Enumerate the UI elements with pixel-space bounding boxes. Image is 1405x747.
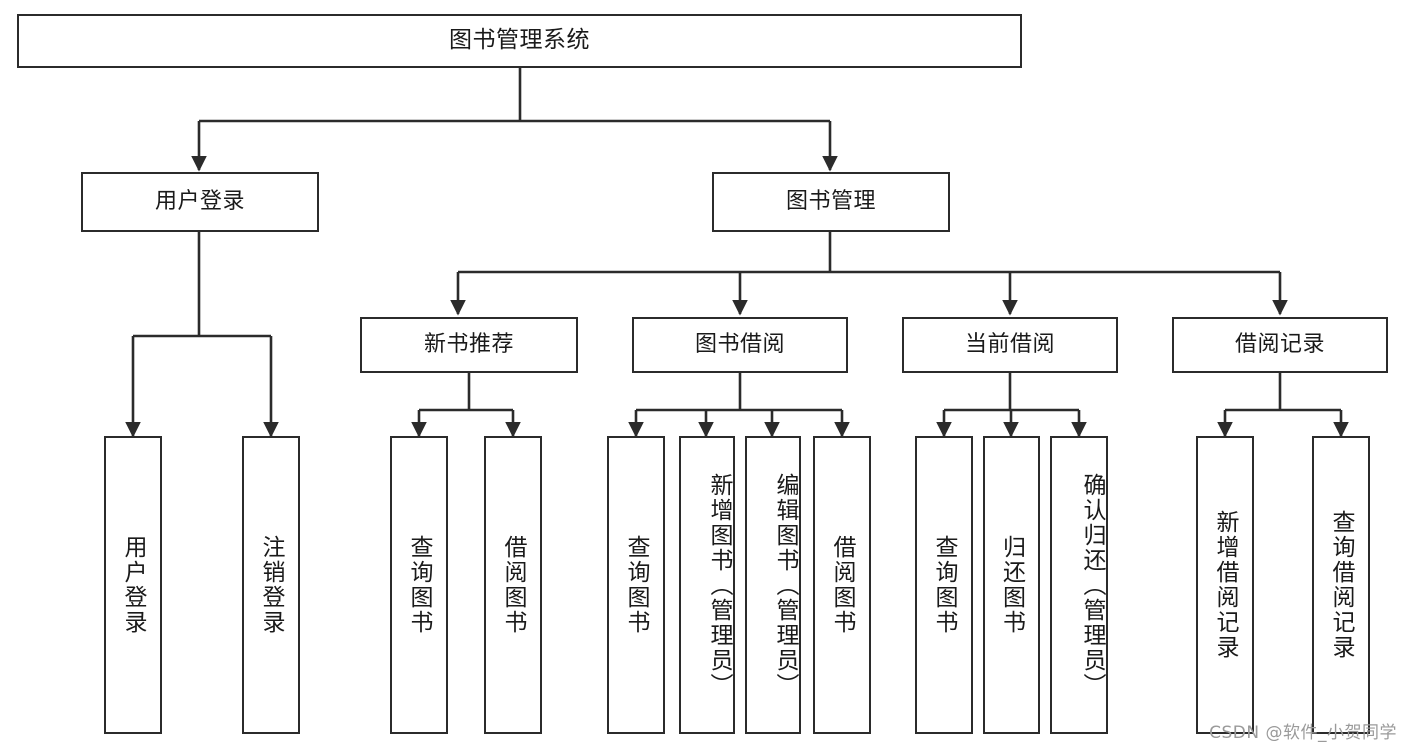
leaf-user-login-logout[interactable]: 注销登录 xyxy=(242,436,300,734)
node-root-system[interactable]: 图书管理系统 xyxy=(17,14,1022,68)
node-root-label: 图书管理系统 xyxy=(449,27,590,54)
leaf-current-borrow-return-label: 归还图书 xyxy=(998,535,1025,635)
leaf-user-login-logout-label: 注销登录 xyxy=(258,535,285,635)
leaf-book-borrow-add[interactable]: 新增图书（管理员） xyxy=(679,436,735,734)
leaf-borrow-record-add-label: 新增借阅记录 xyxy=(1212,510,1239,660)
leaf-current-borrow-query-label: 查询图书 xyxy=(931,535,958,635)
leaf-current-borrow-query[interactable]: 查询图书 xyxy=(915,436,973,734)
leaf-new-book-query-label: 查询图书 xyxy=(406,535,433,635)
leaf-new-book-borrow[interactable]: 借阅图书 xyxy=(484,436,542,734)
csdn-watermark: CSDN @软件_小贺同学 xyxy=(1209,723,1397,743)
leaf-current-borrow-confirm-label: 确认归还（管理员） xyxy=(1079,472,1105,698)
leaf-book-borrow-query-label: 查询图书 xyxy=(623,535,650,635)
node-new-book-recommend-label: 新书推荐 xyxy=(423,331,514,357)
leaf-new-book-borrow-label: 借阅图书 xyxy=(500,535,527,635)
leaf-book-borrow-edit[interactable]: 编辑图书（管理员） xyxy=(745,436,801,734)
node-book-management-label: 图书管理 xyxy=(785,188,876,214)
leaf-borrow-record-add[interactable]: 新增借阅记录 xyxy=(1196,436,1254,734)
node-book-borrow[interactable]: 图书借阅 xyxy=(632,317,848,373)
leaf-new-book-query[interactable]: 查询图书 xyxy=(390,436,448,734)
leaf-borrow-record-query[interactable]: 查询借阅记录 xyxy=(1312,436,1370,734)
leaf-current-borrow-confirm[interactable]: 确认归还（管理员） xyxy=(1050,436,1108,734)
leaf-book-borrow-borrow[interactable]: 借阅图书 xyxy=(813,436,871,734)
leaf-borrow-record-query-label: 查询借阅记录 xyxy=(1328,510,1355,660)
node-current-borrow-label: 当前借阅 xyxy=(964,331,1055,357)
leaf-user-login-login[interactable]: 用户登录 xyxy=(104,436,162,734)
leaf-book-borrow-borrow-label: 借阅图书 xyxy=(829,535,856,635)
leaf-book-borrow-edit-label: 编辑图书（管理员） xyxy=(772,472,798,698)
leaf-book-borrow-add-label: 新增图书（管理员） xyxy=(706,472,732,698)
leaf-current-borrow-return[interactable]: 归还图书 xyxy=(983,436,1040,734)
node-book-borrow-label: 图书借阅 xyxy=(694,331,785,357)
node-borrow-record[interactable]: 借阅记录 xyxy=(1172,317,1388,373)
node-borrow-record-label: 借阅记录 xyxy=(1234,331,1325,357)
node-new-book-recommend[interactable]: 新书推荐 xyxy=(360,317,578,373)
node-book-management[interactable]: 图书管理 xyxy=(712,172,950,232)
leaf-book-borrow-query[interactable]: 查询图书 xyxy=(607,436,665,734)
node-user-login-label: 用户登录 xyxy=(154,188,245,214)
leaf-user-login-login-label: 用户登录 xyxy=(120,535,147,635)
node-user-login[interactable]: 用户登录 xyxy=(81,172,319,232)
node-current-borrow[interactable]: 当前借阅 xyxy=(902,317,1118,373)
